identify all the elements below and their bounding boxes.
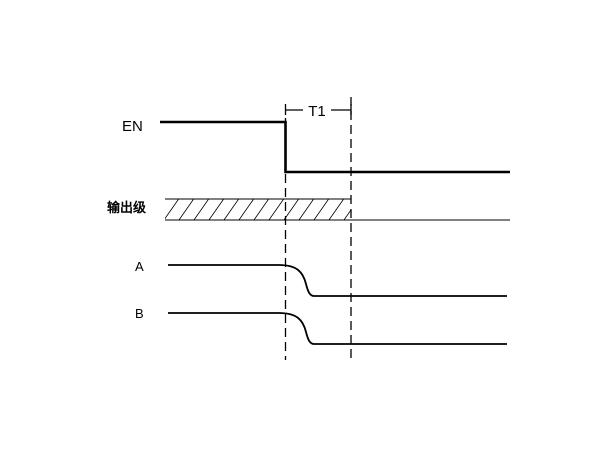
t1-label: T1 <box>308 103 326 120</box>
a-label: A <box>135 259 144 274</box>
en-waveform <box>160 120 510 174</box>
output-stage-label: 输出级 <box>107 200 147 215</box>
a-waveform <box>168 264 507 297</box>
b-label: B <box>135 306 144 321</box>
en-label: EN <box>122 118 143 135</box>
output-stage-band <box>165 198 510 221</box>
t1-marker: T1 <box>284 103 352 120</box>
b-waveform <box>168 312 507 345</box>
